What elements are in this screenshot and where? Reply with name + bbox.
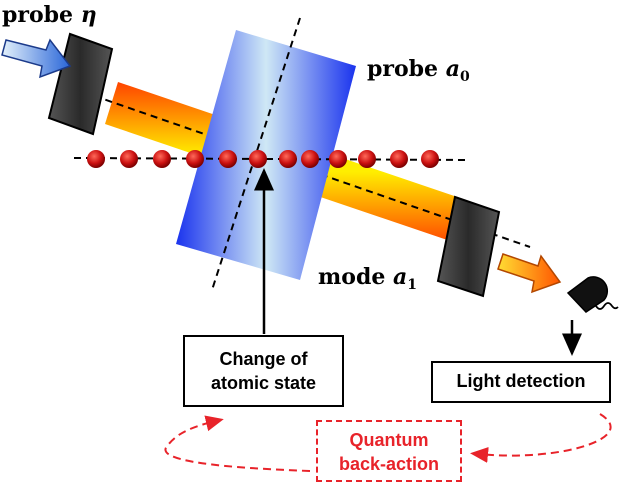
atom-10 [358,150,376,168]
output-light-arrow [497,253,562,294]
atom-8 [301,150,319,168]
probe-a0-prefix: probe [367,56,439,82]
probe-eta-arrow [1,38,72,79]
probe-eta-symbol: η [80,2,97,28]
backaction-loop [164,413,612,472]
right-mirror [436,195,501,298]
atomic-state-box: Change of atomic state [183,335,344,407]
atom-12 [421,150,439,168]
probe-eta-label: probe η [2,2,97,28]
atom-1 [87,150,105,168]
atomic-state-line2: atomic state [210,373,317,393]
light-detection-box: Light detection [431,361,611,403]
atom-6 [249,150,267,168]
probe-eta-prefix: probe [2,2,74,28]
atomic-state-line1: Change of [219,349,308,369]
probe-a0-label: probe a0 [367,56,470,85]
atom-9 [329,150,347,168]
left-mirror [47,32,114,136]
mode-a1-subscript: 1 [407,277,418,293]
light-detection-text: Light detection [456,371,586,391]
atom-3 [153,150,171,168]
quantum-line1: Quantum [349,430,429,450]
probe-beam-slab [176,17,356,291]
quantum-backaction-box: Quantum back-action [316,420,462,482]
atom-5 [219,150,237,168]
probe-a0-symbol: a [445,56,460,82]
mode-a1-label: mode a1 [318,264,417,293]
mode-a1-symbol: a [393,264,408,290]
atom-7 [279,150,297,168]
atom-2 [120,150,138,168]
photodetector-icon [566,276,619,313]
atom-4 [186,150,204,168]
atom-11 [390,150,408,168]
quantum-line2: back-action [338,454,440,474]
probe-a0-subscript: 0 [459,69,470,85]
mode-a1-prefix: mode [318,264,386,290]
atom-lattice [87,150,439,168]
